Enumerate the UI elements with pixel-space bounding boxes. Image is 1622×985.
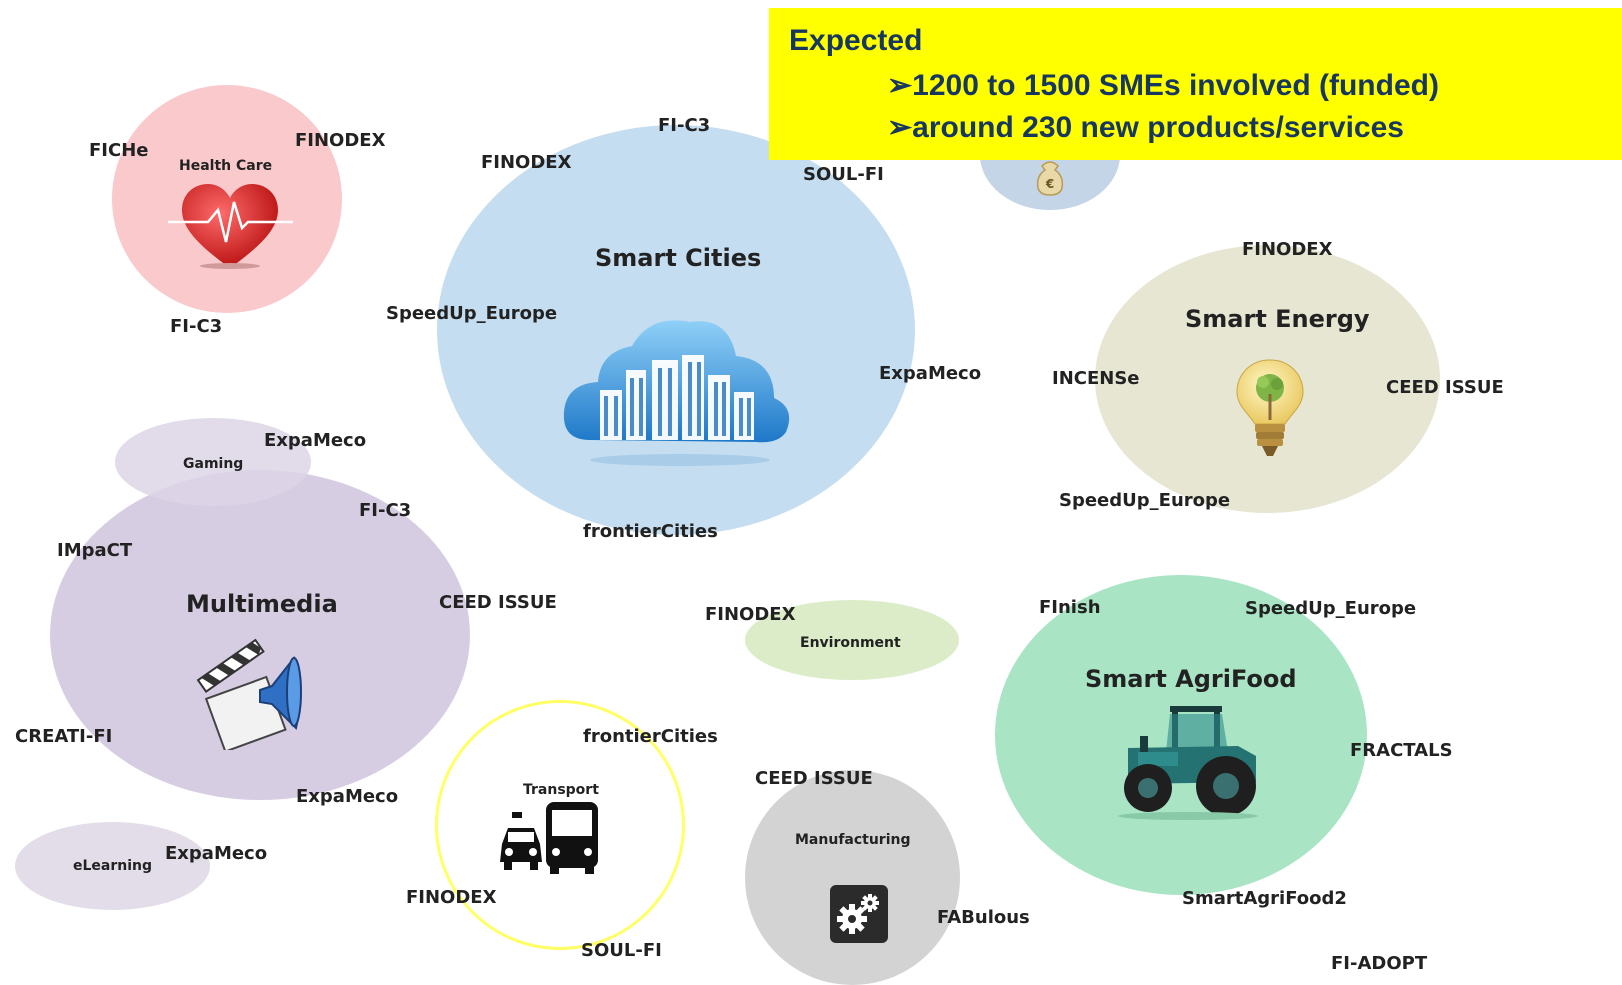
expected-heading: Expected (789, 24, 923, 57)
project-label: SpeedUp_Europe (1245, 598, 1417, 619)
project-label: CEED ISSUE (1386, 377, 1504, 398)
project-label: CEED ISSUE (755, 768, 873, 789)
project-label: INCENSe (1052, 368, 1140, 389)
money-bag-icon: € (1036, 161, 1064, 196)
project-label: FICHe (89, 140, 149, 161)
project-label: CREATI-FI (15, 726, 113, 747)
project-label: FI-C3 (359, 500, 412, 521)
project-label: ExpaMeco (264, 430, 367, 451)
project-label: SOUL-FI (803, 164, 884, 185)
project-label: FINODEX (481, 152, 572, 173)
project-label: FABulous (937, 907, 1030, 928)
heart-monitor-icon (168, 184, 293, 269)
manufacturing-title: Manufacturing (795, 832, 911, 848)
elearning-bubble (15, 822, 210, 910)
lightbulb-tree-icon (1236, 359, 1304, 456)
project-label: frontierCities (583, 726, 718, 747)
svg-text:€: € (1045, 177, 1054, 191)
project-label: ExpaMeco (165, 843, 268, 864)
project-label: FINODEX (705, 604, 796, 625)
multimedia-bubble (50, 470, 470, 800)
project-label: FI-ADOPT (1331, 953, 1428, 974)
smart-energy-title: Smart Energy (1185, 305, 1370, 333)
taxi-bus-icon (500, 802, 598, 874)
project-label: SOUL-FI (581, 940, 662, 961)
transport-title: Transport (523, 782, 599, 798)
manufacturing-bubble (745, 770, 960, 985)
project-label: ExpaMeco (879, 363, 982, 384)
project-label: SpeedUp_Europe (386, 303, 558, 324)
project-label: IMpaCT (57, 540, 133, 561)
environment-bubble (745, 600, 959, 680)
project-label: FInish (1039, 597, 1101, 618)
project-label: FI-C3 (658, 115, 711, 136)
gaming-bubble (115, 418, 311, 506)
environment-title: Environment (800, 635, 901, 651)
clapperboard-speaker-icon (196, 638, 302, 750)
project-label: ExpaMeco (296, 786, 399, 807)
project-label: FRACTALS (1350, 740, 1453, 761)
project-label: FINODEX (406, 887, 497, 908)
project-label: FINODEX (295, 130, 386, 151)
cloud-city-icon (563, 320, 790, 466)
expected-bullet-products: ➢around 230 new products/services (887, 111, 1404, 144)
elearning-title: eLearning (73, 858, 153, 874)
project-label: SmartAgriFood2 (1182, 888, 1347, 909)
health-care-title: Health Care (179, 158, 273, 174)
project-label: SpeedUp_Europe (1059, 490, 1231, 511)
gears-icon (830, 885, 888, 943)
project-label: CEED ISSUE (439, 592, 557, 613)
project-label: FI-C3 (170, 316, 223, 337)
project-label: FINODEX (1242, 239, 1333, 260)
smart-cities-title: Smart Cities (595, 244, 762, 272)
expected-callout: Expected ➢1200 to 1500 SMEs involved (fu… (769, 8, 1622, 160)
expected-bullet-smes: ➢1200 to 1500 SMEs involved (funded) (887, 69, 1439, 102)
multimedia-title: Multimedia (186, 590, 338, 618)
tractor-icon (1118, 706, 1258, 820)
project-label: frontierCities (583, 521, 718, 542)
smart-agrifood-title: Smart AgriFood (1085, 665, 1297, 693)
gaming-title: Gaming (183, 456, 244, 472)
